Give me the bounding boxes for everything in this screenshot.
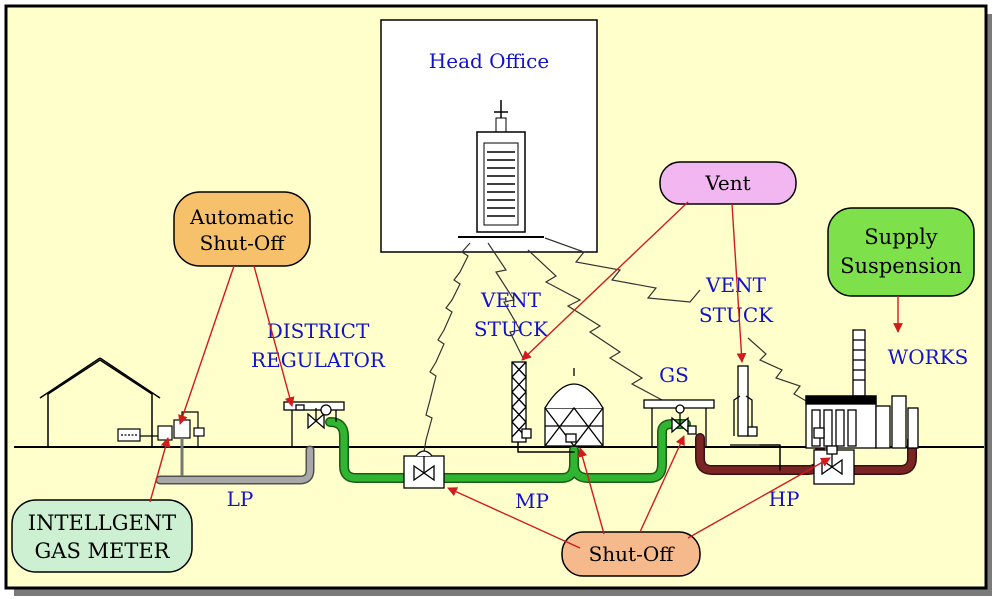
supply-suspension-bubble: Supply Suspension	[827, 207, 975, 297]
vent-stack-right-icon	[730, 365, 760, 446]
automatic-shutoff-line1: Automatic	[189, 205, 294, 229]
head-office: Head Office	[380, 19, 598, 253]
lp-label: LP	[227, 487, 254, 511]
arrow-shutoff-to-gs	[639, 435, 685, 533]
telemetry-link-valve-left	[423, 242, 471, 453]
gas-holder-icon	[544, 368, 604, 448]
automatic-shutoff-bubble: Automatic Shut-Off	[173, 191, 311, 267]
house-icon	[39, 357, 161, 447]
works-factory-icon	[805, 329, 919, 449]
district-regulator-label-line2: REGULATOR	[251, 348, 386, 372]
district-regulator-icon	[283, 401, 345, 447]
arrow-meter-bubble-to-meter	[149, 437, 171, 503]
arrow-auto-shutoff-to-meter	[178, 265, 235, 425]
head-office-title: Head Office	[429, 49, 549, 73]
shutoff-valve-hp	[813, 445, 855, 485]
arrow-shutoff-to-hp-valve	[687, 457, 831, 539]
supply-suspension-shape	[827, 207, 975, 297]
district-regulator-label-line1: DISTRICT	[267, 319, 370, 343]
shutoff-bubble: Shut-Off	[561, 531, 701, 577]
shutoff-valve-lp-mp	[403, 450, 445, 489]
governor-station-icon	[643, 399, 715, 447]
shutoff-label: Shut-Off	[589, 542, 676, 566]
intelligent-gas-meter-shape	[11, 499, 193, 573]
vent-stuck-right-label-line1: VENT	[705, 273, 767, 297]
vent-shape	[659, 161, 797, 205]
arrow-shutoff-to-lp-valve	[447, 487, 581, 549]
vent-bubble: Vent	[659, 161, 797, 205]
works-label: WORKS	[888, 345, 969, 369]
arrow-shutoff-to-holder	[577, 447, 605, 535]
telemetry-link-gs	[527, 249, 663, 401]
arrow-auto-shutoff-to-regulator	[253, 265, 295, 407]
vent-stack-left-icon	[511, 361, 532, 443]
vent-stuck-left-label-line1: VENT	[480, 288, 542, 312]
head-office-building-icon	[458, 100, 544, 238]
telemetry-link-works	[544, 237, 701, 303]
intelligent-gas-meter-line1: INTELLGENT	[28, 511, 176, 535]
vent-stuck-right-label-line2: STUCK	[699, 303, 774, 327]
automatic-shutoff-shape	[173, 191, 311, 267]
vent-label: Vent	[704, 171, 750, 195]
red-arrows	[149, 201, 903, 549]
mp-label: MP	[515, 489, 549, 513]
telemetry-link-works-lower	[747, 337, 809, 403]
intelligent-gas-meter-line2: GAS METER	[35, 539, 171, 563]
arrow-vent-to-right-stack	[731, 203, 747, 363]
blue-labels: DISTRICT REGULATOR VENT STUCK VENT STUCK…	[227, 273, 969, 513]
intelligent-gas-meter-bubble: INTELLGENT GAS METER	[11, 499, 193, 573]
hp-label: HP	[769, 487, 800, 511]
shutoff-shape	[561, 531, 701, 577]
arrow-vent-to-left-stack	[521, 201, 689, 361]
supply-suspension-line2: Suspension	[840, 254, 962, 278]
gs-label: GS	[659, 363, 689, 387]
vent-stuck-left-label-line2: STUCK	[474, 317, 549, 341]
telemetry-link-ventstack	[487, 242, 525, 361]
vent-branch-pipe	[517, 439, 575, 453]
telemetry-links	[423, 237, 809, 453]
supply-suspension-line1: Supply	[864, 225, 938, 249]
automatic-shutoff-line2: Shut-Off	[200, 231, 287, 255]
